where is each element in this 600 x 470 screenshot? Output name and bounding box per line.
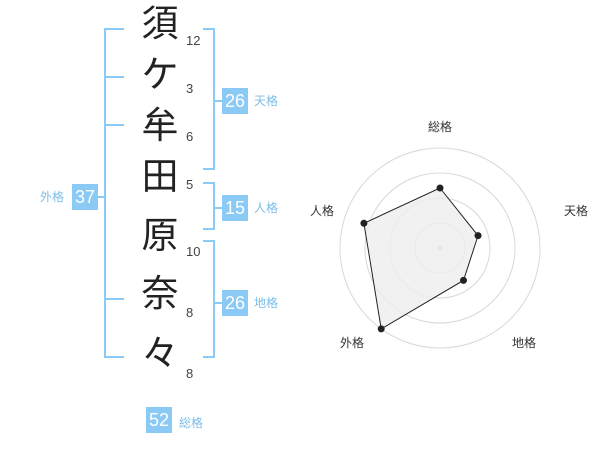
chikaku-label: 地格: [254, 296, 279, 310]
radar-point-3: [460, 276, 468, 284]
chikaku-bracket: [203, 240, 215, 358]
gaikaku-label: 外格: [40, 190, 65, 204]
gaikaku-score-badge: 37: [72, 184, 98, 210]
radar-axis-label-5: 人格: [310, 204, 335, 218]
tenkaku-score-badge: 26: [222, 88, 248, 114]
radar-axis-label-2: 天格: [564, 204, 589, 218]
radar-axis-label-4: 外格: [340, 336, 365, 350]
stroke-count-1: 12: [186, 33, 201, 48]
stroke-count-7: 8: [186, 366, 194, 381]
radar-point-4: [377, 325, 385, 333]
name-char-4: 田: [141, 155, 179, 198]
tenkaku-connector: [214, 100, 222, 102]
jinkaku-label: 人格: [254, 201, 279, 215]
gaikaku-divider: [104, 298, 124, 300]
tenkaku-bracket: [203, 28, 215, 170]
stroke-count-2: 3: [186, 81, 194, 96]
name-char-1: 須: [141, 2, 179, 45]
jinkaku-connector: [214, 207, 222, 209]
stroke-count-3: 6: [186, 129, 194, 144]
tenkaku-label: 天格: [254, 94, 279, 108]
jinkaku-score-badge: 15: [222, 195, 248, 221]
chikaku-score-badge: 26: [222, 290, 248, 316]
stroke-count-4: 5: [186, 177, 194, 192]
stroke-count-6: 8: [186, 305, 194, 320]
name-char-3: 牟: [141, 104, 179, 147]
soukaku-label: 総格: [179, 416, 204, 430]
gaikaku-divider: [104, 76, 124, 78]
stroke-count-5: 10: [186, 244, 201, 259]
soukaku-score-badge: 52: [146, 407, 172, 433]
gaikaku-bracket: [104, 28, 124, 358]
name-char-2: ケ: [141, 53, 179, 96]
radar-axis-label-3: 地格: [512, 336, 537, 350]
name-char-7: 々: [141, 332, 179, 375]
chikaku-connector: [214, 302, 222, 304]
gaikaku-divider: [104, 124, 124, 126]
gaikaku-connector: [92, 196, 106, 198]
radar-point-2: [474, 232, 482, 240]
radar-ring: [339, 147, 541, 349]
radar-point-1: [436, 184, 444, 192]
radar-series-area: [363, 187, 479, 330]
jinkaku-bracket: [203, 182, 215, 230]
radar-point-5: [360, 219, 368, 227]
radar-axis-label-1: 総格: [428, 120, 453, 134]
name-char-5: 原: [141, 214, 179, 257]
radar-ring: [364, 172, 516, 324]
name-char-6: 奈: [141, 272, 179, 315]
